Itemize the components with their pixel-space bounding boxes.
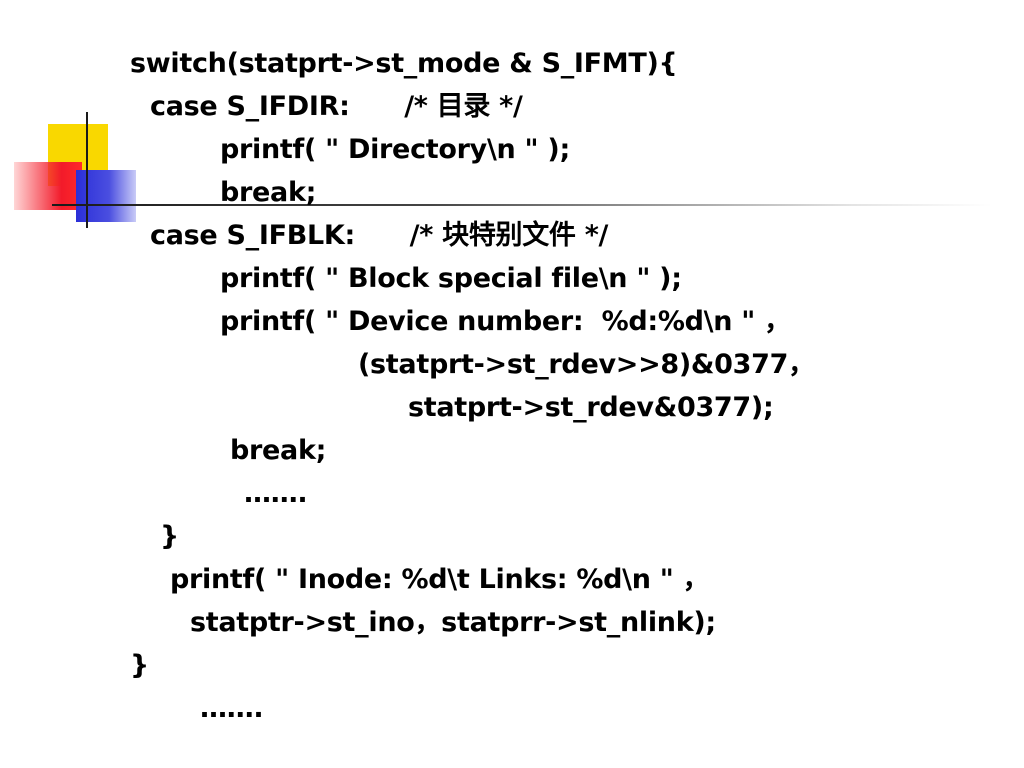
code-line-switch: switch(statprt->st_mode & S_IFMT){ — [130, 48, 678, 79]
logo-blue-square — [76, 170, 136, 222]
code-line-printf-dir: printf( " Directory\n " ); — [220, 134, 570, 165]
code-line-break-2: break; — [230, 435, 327, 466]
code-line-case-dir: case S_IFDIR: /* 目录 */ — [150, 91, 523, 122]
code-line-printf-blk: printf( " Block special file\n " ); — [220, 263, 682, 294]
code-line-inode-args: statptr->st_ino，statprr->st_nlink); — [190, 607, 716, 638]
code-line-ellipsis-1: ……. — [244, 478, 308, 509]
logo-vertical-line — [86, 112, 88, 228]
code-line-rdev-shift: (statprt->st_rdev>>8)&0377， — [358, 349, 815, 380]
code-line-case-blk: case S_IFBLK: /* 块特别文件 */ — [150, 220, 609, 251]
code-line-printf-device: printf( " Device number: %d:%d\n " ， — [220, 306, 791, 337]
code-line-ellipsis-2: ……. — [200, 693, 264, 724]
code-line-break-1: break; — [220, 177, 317, 208]
title-divider-line — [52, 204, 992, 206]
code-line-close-switch: } — [160, 521, 179, 552]
logo-red-square — [14, 162, 82, 210]
code-line-printf-inode: printf( " Inode: %d\t Links: %d\n " ， — [170, 564, 710, 595]
code-line-rdev-mask: statprt->st_rdev&0377); — [408, 392, 774, 423]
code-line-close-block: } — [130, 650, 149, 681]
